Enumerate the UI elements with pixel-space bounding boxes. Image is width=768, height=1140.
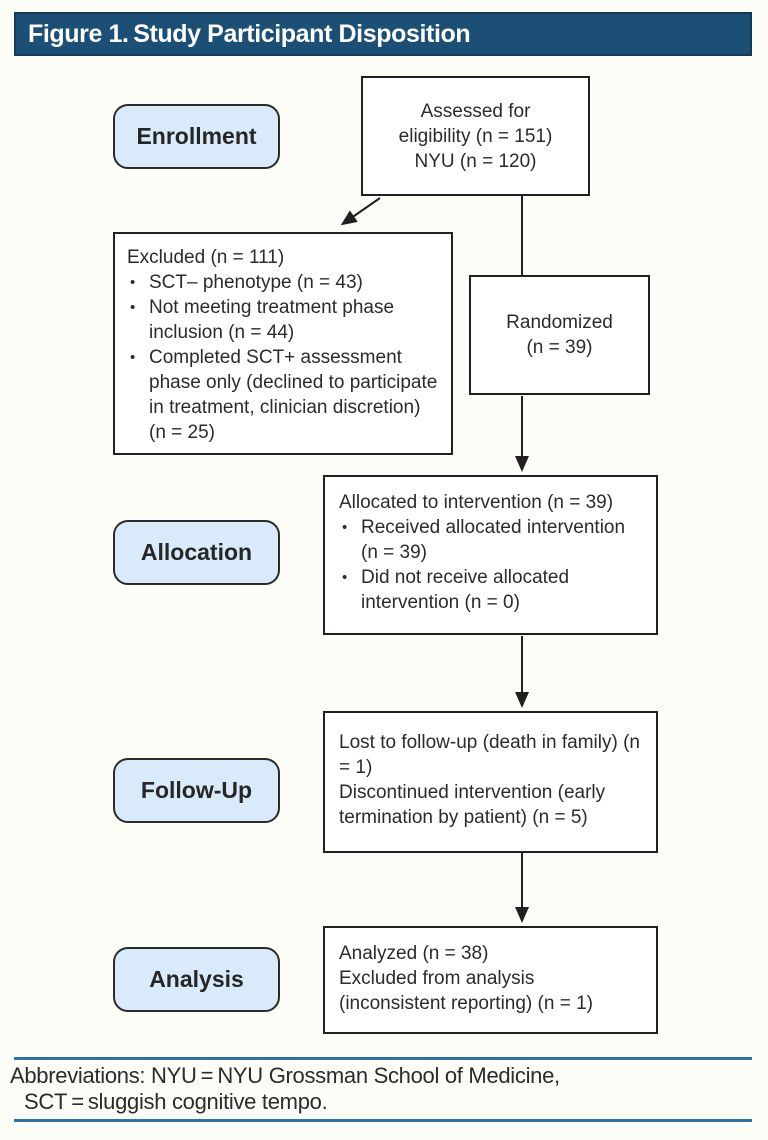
list-item-text: Received allocated intervention (n = 39) [361,517,626,563]
stage-label-text: Analysis [149,966,244,992]
list-item-text: SCT– phenotype (n = 43) [149,272,363,293]
allocation-details-list: • Received allocated intervention (n = 3… [339,515,642,615]
box-title: Allocated to intervention (n = 39) [339,492,614,513]
box-text-line: Excluded from analysis (inconsistent rep… [339,968,593,1014]
abbreviations-note: Abbreviations: NYU = NYU Grossman School… [10,1063,750,1115]
list-item: • Completed SCT+ assessment phase only (… [127,345,439,445]
figure-title: Figure 1. Study Participant Disposition [28,19,471,48]
list-item: • Not meeting treatment phase inclusion … [127,295,439,345]
list-item-text: Not meeting treatment phase inclusion (n… [149,297,395,343]
box-text-line: eligibility (n = 151) [398,125,553,147]
figure-title-bar: Figure 1. Study Participant Disposition [14,12,752,56]
box-analyzed: Analyzed (n = 38) Excluded from analysis… [323,926,658,1034]
box-title: Excluded (n = 111) [127,247,285,268]
box-text-line: Assessed for [420,100,531,122]
footer-rule-top [14,1057,752,1060]
stage-label-text: Follow-Up [140,777,253,803]
box-randomized: Randomized (n = 39) [469,275,650,395]
arrow-assessed-to-excluded [340,197,381,226]
stage-label-enrollment: Enrollment [113,104,280,169]
stage-label-text: Allocation [140,539,253,565]
box-text-line: Randomized [506,312,613,333]
box-text-line: Lost to follow-up (death in family) (n =… [339,732,640,778]
box-followup: Lost to follow-up (death in family) (n =… [323,711,658,853]
bullet-icon: • [130,274,136,291]
bullet-icon: • [342,519,348,536]
list-item: • Did not receive allocated intervention… [339,565,642,615]
list-item: • SCT– phenotype (n = 43) [127,270,439,295]
list-item-text: Did not receive allocated intervention (… [361,567,570,613]
stage-label-text: Enrollment [136,123,257,149]
box-excluded: Excluded (n = 111) • SCT– phenotype (n =… [113,232,453,455]
box-allocated-to-intervention: Allocated to intervention (n = 39) • Rec… [323,475,658,635]
footer-rule-bottom [14,1119,752,1122]
box-assessed-for-eligibility: Assessed for eligibility (n = 151) NYU (… [361,76,590,196]
stage-label-analysis: Analysis [113,947,280,1012]
stage-label-followup: Follow-Up [113,758,280,823]
box-text-line: Analyzed (n = 38) [339,943,489,964]
stage-label-allocation: Allocation [113,520,280,585]
bullet-icon: • [130,299,136,316]
abbreviations-line: SCT = sluggish cognitive tempo. [24,1089,328,1114]
bullet-icon: • [342,569,348,586]
excluded-reasons-list: • SCT– phenotype (n = 43) • Not meeting … [127,270,439,445]
list-item-text: Completed SCT+ assessment phase only (de… [149,347,438,443]
list-item: • Received allocated intervention (n = 3… [339,515,642,565]
bullet-icon: • [130,349,136,366]
box-text-line: Discontinued intervention (early termina… [339,782,606,828]
box-text-line: NYU (n = 120) [414,150,537,172]
box-text-line: (n = 39) [526,337,593,358]
abbreviations-line: Abbreviations: NYU = NYU Grossman School… [10,1063,560,1088]
